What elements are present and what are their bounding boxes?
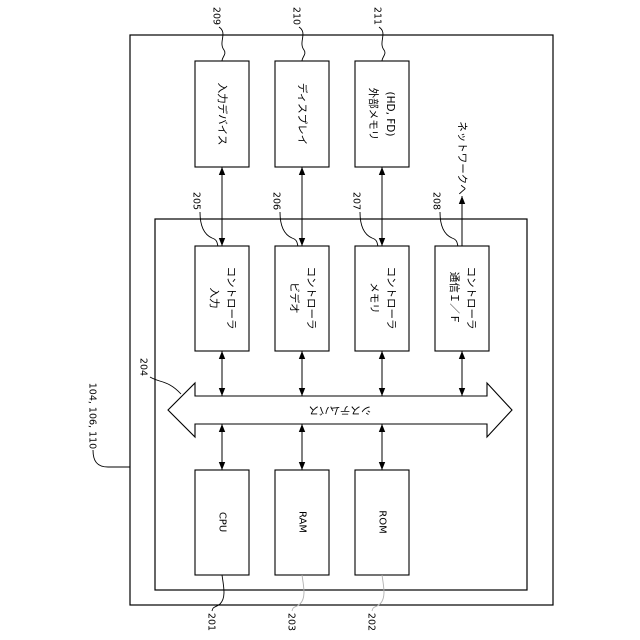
ref-apparatus: 104, 106, 110 [87, 383, 98, 449]
cpu-label: CPU [217, 512, 228, 532]
leader-external-memory [379, 27, 385, 61]
ram-label: RAM [297, 511, 308, 533]
leader-input-device [219, 27, 225, 61]
external-memory-box [355, 61, 409, 167]
ref-video-controller: 206 [271, 192, 282, 210]
leader-video-controller [280, 212, 298, 246]
video-controller-box [275, 246, 329, 351]
leader-display [299, 27, 305, 61]
leader-input-controller [200, 212, 218, 246]
memory-controller-label: メモリ [368, 282, 380, 314]
ref-input-controller: 205 [191, 192, 202, 210]
ref-rom: 202 [366, 613, 377, 631]
ref-comm-if-controller: 208 [431, 192, 442, 210]
ref-memory-controller: 207 [351, 192, 362, 210]
external-memory-sublabel: (HD, FD) [384, 92, 396, 137]
leader-apparatus [93, 450, 130, 467]
network-label: ネットワークへ [456, 121, 468, 195]
memory-controller-box [355, 246, 409, 351]
display-label: ディスプレイ [296, 83, 309, 145]
memory-controller-sublabel: コントローラ [385, 267, 397, 330]
leader-comm-if-controller [440, 212, 458, 246]
ref-system-bus: 204 [138, 358, 149, 376]
input-controller-label: 入力 [208, 288, 221, 309]
leader-memory-controller [360, 212, 378, 246]
comm-if-controller-sublabel: コントローラ [465, 267, 477, 330]
comm-if-controller-label: 通信Ｉ／Ｆ [448, 272, 460, 325]
ref-cpu: 201 [206, 613, 217, 631]
video-controller-label: ビデオ [288, 282, 301, 314]
ref-external-memory: 211 [372, 7, 383, 25]
rom-label: ROM [377, 510, 388, 533]
ref-display: 210 [291, 7, 302, 25]
input-controller-sublabel: コントローラ [225, 267, 237, 330]
ref-ram: 203 [286, 613, 297, 631]
input-controller-box [195, 246, 249, 351]
external-memory-label: 外部メモリ [367, 88, 380, 141]
comm-if-controller-box [435, 246, 489, 351]
system-bus-label: システムバス [309, 404, 372, 416]
ref-input-device: 209 [211, 7, 222, 25]
video-controller-sublabel: コントローラ [305, 267, 317, 330]
input-device-label: 入力デバイス [216, 83, 229, 146]
